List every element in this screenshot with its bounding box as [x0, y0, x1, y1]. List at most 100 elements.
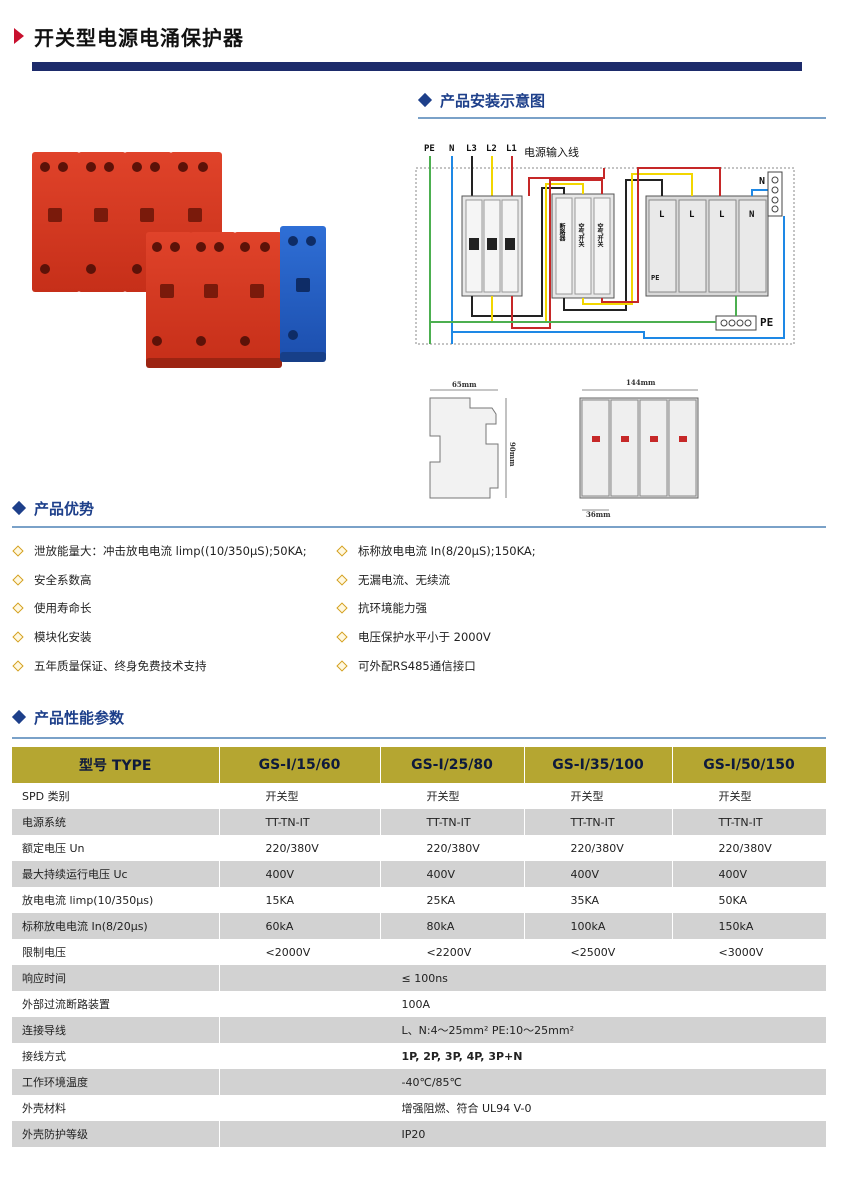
spd-module-pe-label: PE	[651, 274, 660, 282]
advantage-item: 安全系数高	[12, 572, 92, 588]
table-row: 标称放电电流 In(8/20μs) 60kA 80kA 100kA 150kA	[12, 913, 827, 939]
side-height-label: 90mm	[508, 442, 517, 467]
row-label: SPD 类别	[12, 783, 220, 809]
module-width-label: 36mm	[586, 510, 611, 519]
table-header-cell: GS-I/35/100	[524, 747, 673, 783]
table-row: 电源系统 TT-TN-IT TT-TN-IT TT-TN-IT TT-TN-IT	[12, 809, 827, 835]
advantage-item: 泄放能量大：冲击放电电流 limp((10/350μS);50KA;	[12, 543, 307, 559]
table-cell: IP20	[219, 1121, 827, 1147]
table-header-cell: 型号 TYPE	[12, 747, 220, 783]
table-cell: 220/380V	[380, 835, 525, 861]
row-label: 接线方式	[12, 1043, 220, 1069]
table-cell: 100kA	[524, 913, 673, 939]
table-cell: 220/380V	[219, 835, 381, 861]
section-advantages-title: 产品优势	[34, 499, 95, 518]
terminal-label-l3: L3	[466, 144, 477, 154]
advantage-item: 标称放电电流 In(8/20μS);150KA;	[336, 543, 536, 559]
table-cell: 开关型	[219, 783, 381, 809]
table-cell: 220/380V	[524, 835, 673, 861]
table-row: 放电电流 limp(10/350μs) 15KA 25KA 35KA 50KA	[12, 887, 827, 913]
row-label: 外壳防护等级	[12, 1121, 220, 1147]
table-cell: TT-TN-IT	[524, 809, 673, 835]
diamond-bullet-icon	[336, 631, 348, 643]
table-cell: <2000V	[219, 939, 381, 965]
row-label: 外壳材料	[12, 1095, 220, 1121]
advantage-item: 五年质量保证、终身免费技术支持	[12, 658, 207, 674]
row-label: 外部过流断路装置	[12, 991, 220, 1017]
table-cell: 开关型	[672, 783, 827, 809]
page-header: 开关型电源电涌保护器	[14, 16, 244, 56]
table-cell: 100A	[219, 991, 827, 1017]
table-cell: <3000V	[672, 939, 827, 965]
diamond-icon	[417, 92, 433, 108]
pe-terminal-label: PE	[760, 316, 774, 329]
table-cell: 开关型	[524, 783, 673, 809]
row-label: 最大持续运行电压 Uc	[12, 861, 220, 887]
diamond-bullet-icon	[12, 660, 24, 672]
wiring-diagram: PE N L3 L2 L1 电源输入线 N PE 断路器 空气开关 空气开关 L…	[414, 138, 806, 350]
row-label: 响应时间	[12, 965, 220, 991]
section-params-line	[12, 737, 826, 739]
spd-module-label-1: L	[659, 210, 665, 220]
table-cell: -40℃/85℃	[219, 1069, 827, 1095]
diamond-bullet-icon	[12, 545, 24, 557]
row-label: 连接导线	[12, 1017, 220, 1043]
table-row: 外壳材料 增强阻燃、符合 UL94 V-0	[12, 1095, 827, 1121]
table-cell: 400V	[380, 861, 525, 887]
table-row: 最大持续运行电压 Uc 400V 400V 400V 400V	[12, 861, 827, 887]
table-cell: <2200V	[380, 939, 525, 965]
table-row: 响应时间 ≤ 100ns	[12, 965, 827, 991]
section-install-line	[418, 117, 826, 119]
terminal-label-n: N	[449, 144, 455, 154]
advantage-item: 电压保护水平小于 2000V	[336, 629, 491, 645]
table-cell: 25KA	[380, 887, 525, 913]
row-label: 限制电压	[12, 939, 220, 965]
table-cell: 50KA	[672, 887, 827, 913]
diamond-bullet-icon	[336, 602, 348, 614]
advantage-item: 抗环境能力强	[336, 600, 427, 616]
side-width-label: 65mm	[452, 380, 477, 389]
table-row: 工作环境温度 -40℃/85℃	[12, 1069, 827, 1095]
terminal-label-l2: L2	[486, 144, 497, 154]
switch-label-2: 空气开关	[596, 223, 603, 247]
table-cell: 220/380V	[672, 835, 827, 861]
table-cell: 60kA	[219, 913, 381, 939]
table-cell: L、N:4～25mm² PE:10～25mm²	[219, 1017, 827, 1043]
diamond-bullet-icon	[336, 545, 348, 557]
table-cell: 150kA	[672, 913, 827, 939]
section-install-title: 产品安装示意图	[440, 91, 546, 110]
table-cell: 增强阻燃、符合 UL94 V-0	[219, 1095, 827, 1121]
table-row: 限制电压 <2000V <2200V <2500V <3000V	[12, 939, 827, 965]
dimension-front-view: 144mm 36mm	[578, 378, 702, 519]
front-view-svg	[579, 389, 699, 511]
table-row: 接线方式 1P, 2P, 3P, 4P, 3P+N	[12, 1043, 827, 1069]
table-header-row: 型号 TYPE GS-I/15/60 GS-I/25/80 GS-I/35/10…	[12, 747, 827, 783]
dimension-side-view: 65mm 90mm	[416, 380, 526, 510]
terminal-label-l1: L1	[506, 144, 517, 154]
table-row: SPD 类别 开关型 开关型 开关型 开关型	[12, 783, 827, 809]
row-label: 电源系统	[12, 809, 220, 835]
table-cell: 80kA	[380, 913, 525, 939]
title-divider	[32, 62, 802, 71]
switch-label-1: 空气开关	[577, 223, 584, 247]
table-header-cell: GS-I/25/80	[380, 747, 525, 783]
table-cell: 35KA	[524, 887, 673, 913]
table-cell: TT-TN-IT	[380, 809, 525, 835]
table-cell: TT-TN-IT	[672, 809, 827, 835]
spd-module-label-4: N	[749, 210, 755, 220]
spd-module-label-3: L	[719, 210, 725, 220]
diamond-bullet-icon	[336, 574, 348, 586]
row-label: 额定电压 Un	[12, 835, 220, 861]
table-cell: 15KA	[219, 887, 381, 913]
params-table: 型号 TYPE GS-I/15/60 GS-I/25/80 GS-I/35/10…	[12, 747, 827, 1147]
diamond-icon	[11, 500, 27, 516]
advantage-item: 无漏电流、无续流	[336, 572, 450, 588]
diamond-bullet-icon	[12, 602, 24, 614]
table-cell: 400V	[524, 861, 673, 887]
table-row: 外部过流断路装置 100A	[12, 991, 827, 1017]
table-cell: 开关型	[380, 783, 525, 809]
row-label: 放电电流 limp(10/350μs)	[12, 887, 220, 913]
n-terminal-label: N	[759, 176, 766, 187]
section-params-title: 产品性能参数	[34, 708, 125, 727]
table-cell: TT-TN-IT	[219, 809, 381, 835]
